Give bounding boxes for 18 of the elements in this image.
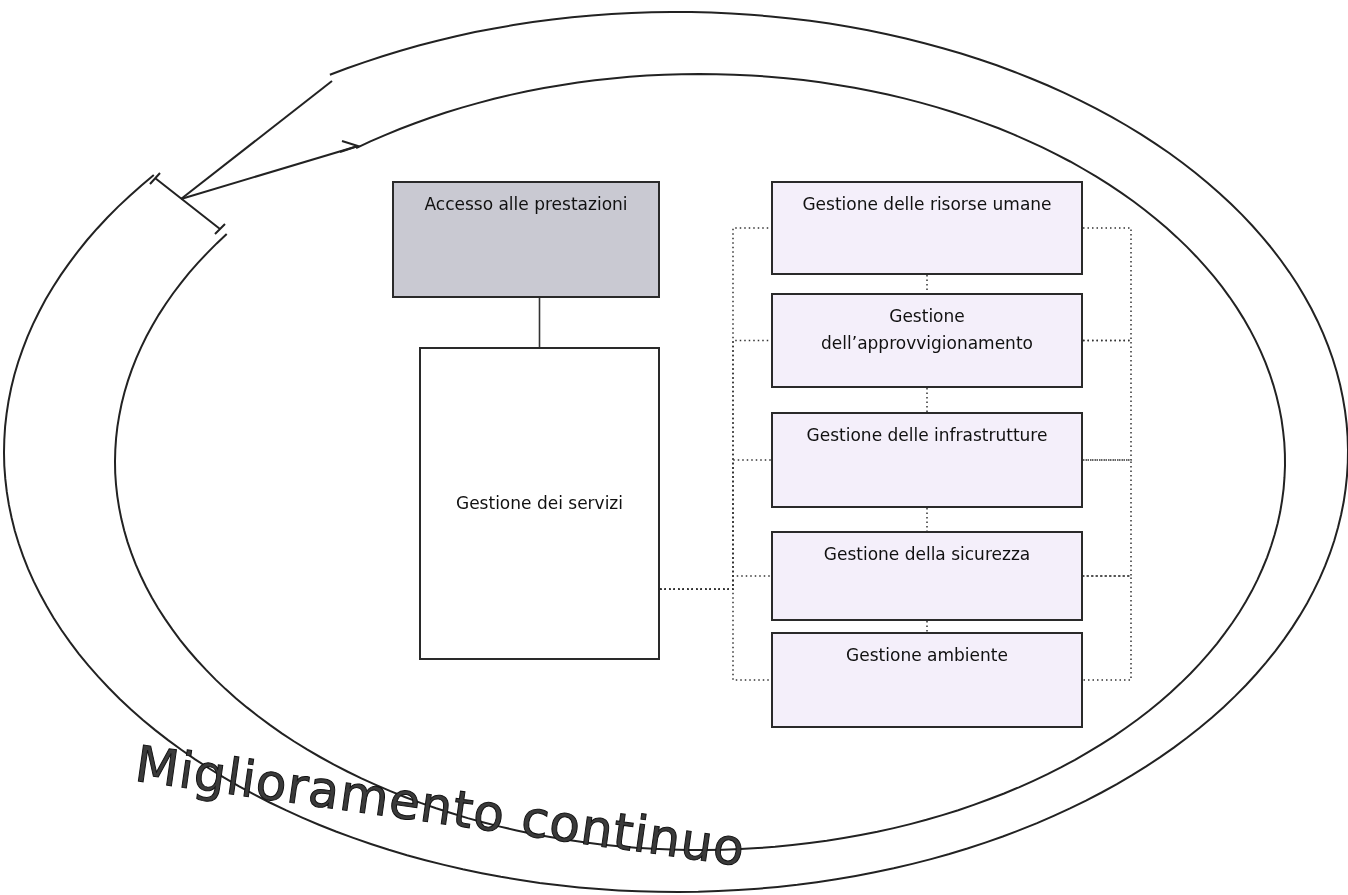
box-label: Accesso alle prestazioni — [424, 193, 628, 216]
box-label: Gestione ambiente — [846, 644, 1008, 667]
process-box — [771, 632, 1083, 728]
box-label: Gestione dei servizi — [456, 491, 623, 515]
box-label: Gestione della sicurezza — [823, 543, 1031, 566]
box-label: Gestione delle infrastrutture — [806, 424, 1048, 447]
connector-line — [1082, 339, 1132, 461]
process-box — [771, 412, 1083, 508]
process-box — [771, 293, 1083, 388]
process-box — [771, 531, 1083, 621]
connector-line — [926, 387, 928, 413]
box-label: Gestione delle risorse umane — [802, 193, 1052, 216]
process-box — [392, 181, 660, 298]
connector-line — [538, 297, 541, 348]
process-box — [771, 181, 1083, 275]
process-box — [419, 347, 660, 660]
connector-line — [926, 620, 928, 633]
box-label: Gestione dell’approvvigionamento — [820, 305, 1034, 356]
